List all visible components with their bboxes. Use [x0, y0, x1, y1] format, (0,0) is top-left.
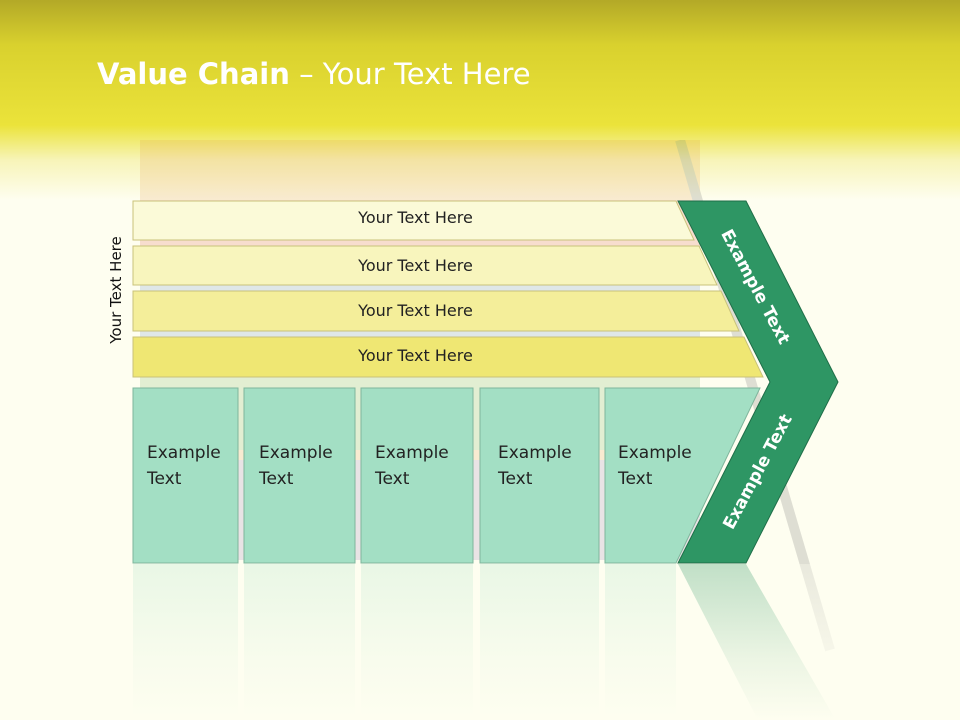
activity-box-text-4: Example Text: [498, 440, 598, 492]
row-label-1: Your Text Here: [358, 208, 473, 227]
activity-box-5: [604, 387, 761, 564]
box-line-2: Text: [498, 469, 533, 489]
row-label-2: Your Text Here: [358, 256, 473, 275]
box-line-1: Example: [498, 443, 572, 463]
box-line-2: Text: [375, 469, 410, 489]
box-line-1: Example: [618, 443, 692, 463]
activity-box-text-2: Example Text: [259, 440, 359, 492]
box-line-1: Example: [375, 443, 449, 463]
box-line-2: Text: [618, 469, 653, 489]
reflection-fade: [0, 564, 960, 720]
row-bar-4: [132, 336, 764, 378]
activity-box-text-1: Example Text: [147, 440, 247, 492]
title-bold-part: Value Chain: [97, 57, 290, 91]
row-label-4: Your Text Here: [358, 346, 473, 365]
diagram-reflection: [0, 564, 960, 720]
slide-title: Value Chain – Your Text Here: [97, 52, 531, 96]
row-label-3: Your Text Here: [358, 301, 473, 320]
activity-box-3: [360, 387, 474, 564]
activity-box-text-5: Example Text: [618, 440, 718, 492]
row-bar-2: [132, 245, 718, 286]
value-chevron: [677, 200, 839, 564]
box-line-1: Example: [147, 443, 221, 463]
activity-box-1: [132, 387, 239, 564]
box-line-2: Text: [147, 469, 182, 489]
activity-box-text-3: Example Text: [375, 440, 475, 492]
row-bar-3: [132, 290, 740, 332]
box-line-2: Text: [259, 469, 294, 489]
row-bar-1: [132, 200, 695, 241]
activity-box-2: [243, 387, 356, 564]
activity-box-4: [479, 387, 600, 564]
header-band: [0, 0, 960, 200]
box-line-1: Example: [259, 443, 333, 463]
title-rest-part: – Your Text Here: [289, 57, 531, 91]
